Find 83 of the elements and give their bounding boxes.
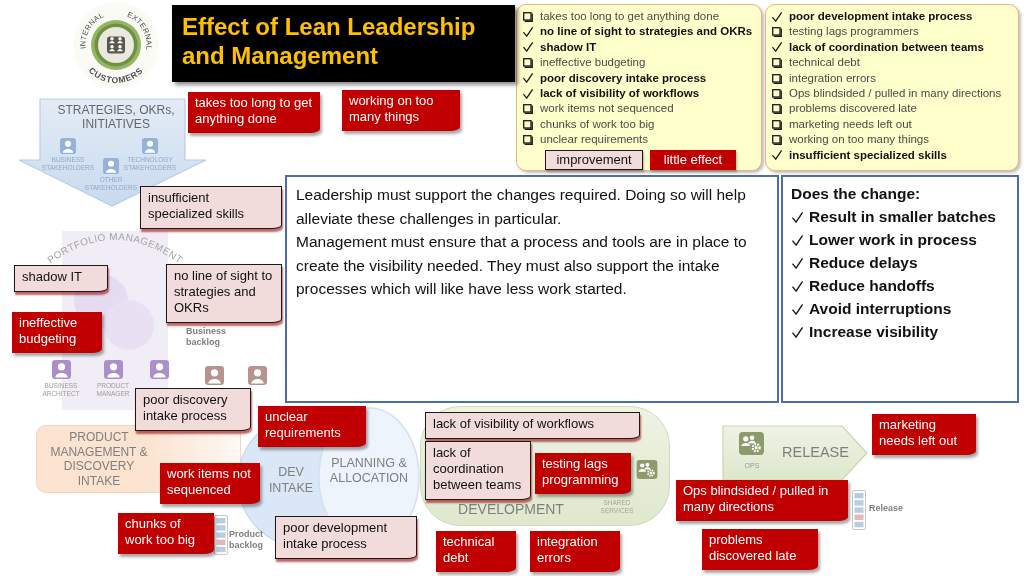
- sticky-note: [118, 513, 214, 554]
- checklist-item: poor discovery intake process: [540, 70, 707, 86]
- checklist-item: lack of visibility of workflows: [540, 86, 700, 101]
- note-text: shadow IT: [22, 269, 83, 285]
- checklist-item: unclear requirements: [540, 132, 649, 148]
- checklist-panel: [765, 4, 1019, 171]
- note-text: ineffective budgeting: [19, 315, 79, 347]
- sticky-note: [140, 186, 282, 229]
- body-text: Leadership must support the changes required. Doing so will help alleviate these challenges in particular.: [296, 185, 747, 229]
- checklist-item: marketing needs left out: [789, 116, 912, 132]
- panel-heading: Does the change:: [791, 184, 921, 204]
- title: Effect of Lean Leadership and Management: [182, 12, 477, 70]
- sticky-note: [872, 414, 976, 455]
- checklist-panel: [516, 4, 762, 171]
- note-text: technical debt: [443, 534, 496, 566]
- criterion-text: Lower work in process: [809, 230, 977, 250]
- sticky-note: [135, 388, 251, 431]
- section-heading: RELEASE: [782, 444, 849, 461]
- checklist-item: insufficient specialized skills: [789, 147, 947, 163]
- note-text: marketing needs left out: [879, 417, 959, 449]
- text-panel: [781, 175, 1019, 403]
- note-text: testing lags programming: [542, 456, 620, 488]
- criterion-text: Result in smaller batches: [809, 207, 996, 227]
- section-heading: STRATEGIES, OKRs, INITIATIVES: [56, 103, 176, 131]
- criterion-text: Reduce delays: [809, 253, 918, 273]
- sticky-note: [425, 441, 531, 500]
- criterion-text: Reduce handoffs: [809, 276, 935, 296]
- note-text: integration errors: [537, 534, 599, 566]
- checklist-item: poor development intake process: [789, 9, 973, 24]
- note-text: no line of sight to strategies and OKRs: [174, 268, 274, 316]
- sticky-note: [188, 92, 320, 133]
- checklist-item: working on too many things: [789, 132, 929, 148]
- checklist-item: shadow IT: [540, 39, 597, 55]
- note-text: lack of coordination between teams: [433, 445, 523, 493]
- sticky-note: [702, 529, 818, 570]
- checklist-item: testing lags programmers: [789, 24, 919, 40]
- sticky-note: [425, 412, 640, 439]
- note-text: chunks of work too big: [125, 516, 197, 548]
- checklist-item: work items not sequenced: [540, 101, 674, 117]
- checklist-item: ineffective budgeting: [540, 55, 646, 71]
- checklist-item: no line of sight to strategies and OKRs: [540, 24, 753, 40]
- backlog-label: Business backlog: [186, 326, 228, 348]
- section-heading: PRODUCT MANAGEMENT & DISCOVERY INTAKE: [49, 430, 149, 488]
- note-text: poor discovery intake process: [143, 392, 229, 424]
- sticky-note: [275, 516, 417, 559]
- sticky-note: [436, 531, 516, 572]
- checklist-item: problems discovered late: [789, 101, 917, 117]
- criterion-text: Avoid interruptions: [809, 299, 952, 319]
- checklist-item: technical debt: [789, 55, 860, 71]
- process-band: [420, 406, 670, 526]
- legend-text: little effect: [662, 151, 724, 169]
- checklist-item: Ops blindsided / pulled in many directions: [789, 86, 1002, 101]
- section-heading: DEVELOPMENT: [457, 501, 565, 518]
- sticky-note: [166, 264, 282, 323]
- legend-text: improvement: [555, 151, 633, 169]
- checklist-item: lack of coordination between teams: [789, 39, 984, 55]
- sticky-note: [12, 312, 102, 353]
- note-text: working on too many things: [349, 93, 435, 125]
- note-text: poor development intake process: [283, 520, 389, 552]
- sticky-note: [160, 463, 260, 504]
- backlog-label: Product backlog: [229, 529, 264, 551]
- note-text: Ops blindsided / pulled in many directions: [683, 483, 830, 515]
- checklist-item: chunks of work too big: [540, 116, 655, 132]
- note-text: insufficient specialized skills: [148, 190, 246, 222]
- note-text: unclear requirements: [265, 409, 342, 441]
- backlog-label: Release: [869, 503, 905, 514]
- body-text: Management must ensure that a process and tools are in place to create the visibility needed. They must also support the intake processes which will like have less work started.: [296, 232, 748, 299]
- criterion-text: Increase visibility: [809, 322, 939, 342]
- sticky-note: [342, 90, 460, 131]
- note-text: lack of visibility of workflows: [433, 416, 596, 432]
- checklist-item: takes too long to get anything done: [540, 9, 720, 24]
- sticky-note: [676, 480, 848, 521]
- sticky-note: [530, 531, 620, 572]
- note-text: work items not sequenced: [167, 466, 252, 498]
- sticky-note: [535, 453, 631, 494]
- sticky-note: [258, 406, 366, 447]
- section-heading: PLANNING & ALLOCATION: [328, 456, 410, 486]
- sticky-note: [14, 265, 108, 292]
- checklist-item: integration errors: [789, 70, 876, 86]
- text-panel: [285, 175, 779, 403]
- note-text: problems discovered late: [709, 532, 798, 564]
- note-text: takes too long to get anything done: [195, 95, 314, 127]
- section-heading: DEV INTAKE: [267, 464, 315, 496]
